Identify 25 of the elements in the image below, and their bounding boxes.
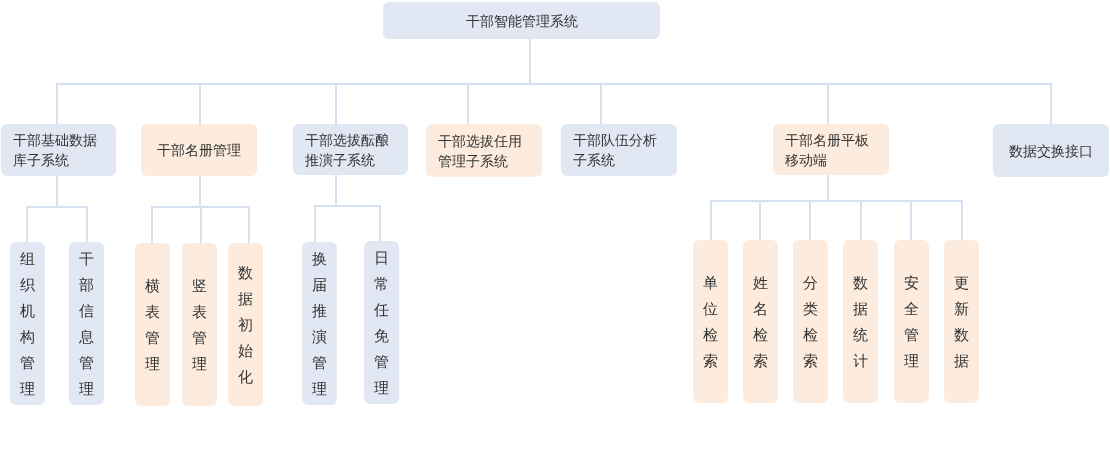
connector-line: [56, 175, 88, 243]
title-box: 干部智能管理系统: [383, 2, 660, 39]
category-box: 干部队伍分析子系统: [561, 124, 677, 176]
module-box: 组织机构管理: [10, 242, 45, 405]
module-box: 数据初始化: [228, 243, 263, 406]
connector-line: [335, 174, 381, 242]
module-box: 更新数据: [944, 240, 979, 403]
category-box: 干部选拔酝酿推演子系统: [293, 124, 408, 175]
connector-line: [199, 175, 250, 244]
connector-line: [827, 174, 963, 241]
module-box: 分类检索: [793, 240, 828, 403]
category-box: 数据交换接口: [993, 124, 1109, 177]
module-box: 竖表管理: [182, 243, 217, 406]
category-box: 干部基础数据库子系统: [1, 124, 116, 176]
module-box: 姓名检索: [743, 240, 778, 403]
module-box: 安全管理: [894, 240, 929, 403]
category-box: 干部名册管理: [141, 124, 257, 176]
module-box: 日常任免管理: [364, 241, 399, 404]
category-box: 干部选拔任用管理子系统: [426, 124, 542, 177]
category-box: 干部名册平板移动端: [773, 124, 889, 175]
module-box: 换届推演管理: [302, 242, 337, 405]
module-box: 干部信息管理: [69, 242, 104, 405]
module-box: 数据统计: [843, 240, 878, 403]
module-box: 单位检索: [693, 240, 728, 403]
module-box: 横表管理: [135, 243, 170, 406]
